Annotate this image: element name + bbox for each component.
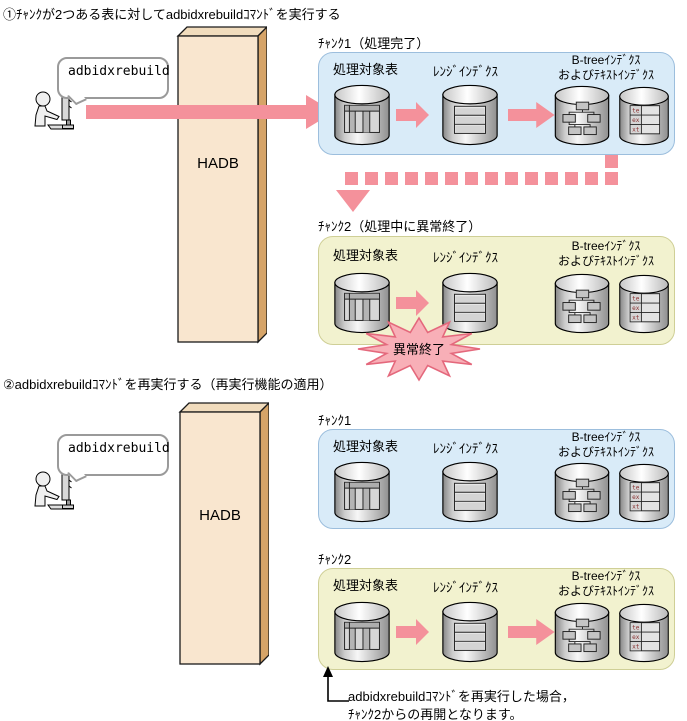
range-index-cylinder-icon xyxy=(440,601,500,663)
btree-text-index-label: B-treeｲﾝﾃﾞｸｽ およびﾃｷｽﾄｲﾝﾃﾞｸｽ xyxy=(557,430,654,459)
flow-arrow-icon xyxy=(396,289,430,317)
range-index-label: ﾚﾝｼﾞｲﾝﾃﾞｸｽ xyxy=(433,441,498,456)
table-cylinder-icon xyxy=(332,461,392,523)
section2-title: ②adbidxrebuildｺﾏﾝﾄﾞを再実行する（再実行機能の適用） xyxy=(3,377,333,392)
s2-chunk2-label: ﾁｬﾝｸ2 xyxy=(318,552,352,567)
svg-text:te: te xyxy=(632,485,639,492)
svg-text:xt: xt xyxy=(632,314,639,321)
svg-text:xt: xt xyxy=(632,503,639,510)
section1-title: ①ﾁｬﾝｸが2つある表に対してadbidxrebuildｺﾏﾝﾄﾞを実行する xyxy=(3,7,341,22)
hadb-server-box: HADB xyxy=(178,402,269,666)
text-index-cylinder-icon: te ex xt xyxy=(618,463,670,523)
btree-text-index-label: B-treeｲﾝﾃﾞｸｽ およびﾃｷｽﾄｲﾝﾃﾞｸｽ xyxy=(557,239,654,268)
target-table-label: 処理対象表 xyxy=(333,439,399,454)
target-table-label: 処理対象表 xyxy=(333,62,399,77)
btree-cylinder-icon xyxy=(553,602,611,663)
text-index-cylinder-icon: te ex xt xyxy=(618,603,670,663)
range-index-label: ﾚﾝｼﾞｲﾝﾃﾞｸｽ xyxy=(433,580,498,595)
user-at-computer-icon xyxy=(34,89,74,130)
note-pointer-arrow xyxy=(323,666,349,702)
s2-chunk1-label: ﾁｬﾝｸ1 xyxy=(318,413,352,428)
flow-arrow-icon xyxy=(508,618,556,646)
s1-chunk2-label: ﾁｬﾝｸ2（処理中に異常終了） xyxy=(318,219,482,234)
hadb-server-box: HADB xyxy=(176,26,267,344)
exec-flow-arrow xyxy=(86,95,334,129)
range-index-label: ﾚﾝｼﾞｲﾝﾃﾞｸｽ xyxy=(433,250,498,265)
btree-text-index-label: B-treeｲﾝﾃﾞｸｽ およびﾃｷｽﾄｲﾝﾃﾞｸｽ xyxy=(557,53,654,82)
range-index-label: ﾚﾝｼﾞｲﾝﾃﾞｸｽ xyxy=(433,64,498,79)
svg-text:ex: ex xyxy=(632,494,639,501)
flow-arrow-icon xyxy=(508,101,556,129)
hadb-label: HADB xyxy=(197,155,239,172)
command-bubble-text: adbidxrebuild xyxy=(68,64,170,79)
command-bubble-text: adbidxrebuild xyxy=(68,441,170,456)
range-index-cylinder-icon xyxy=(440,461,500,523)
resume-dashed-arrow xyxy=(336,155,618,212)
svg-text:xt: xt xyxy=(632,126,639,133)
svg-text:ex: ex xyxy=(632,117,639,124)
btree-cylinder-icon xyxy=(553,85,611,146)
hadb-label: HADB xyxy=(199,507,241,524)
table-cylinder-icon xyxy=(332,601,392,663)
text-index-cylinder-icon: te ex xt xyxy=(618,86,670,146)
svg-text:te: te xyxy=(632,625,639,632)
target-table-label: 処理対象表 xyxy=(333,248,399,263)
svg-text:te: te xyxy=(632,296,639,303)
svg-text:te: te xyxy=(632,108,639,115)
flow-arrow-icon xyxy=(396,618,430,646)
command-bubble: adbidxrebuild xyxy=(57,434,170,476)
user-at-computer-icon xyxy=(34,469,74,510)
btree-text-index-label: B-treeｲﾝﾃﾞｸｽ およびﾃｷｽﾄｲﾝﾃﾞｸｽ xyxy=(557,569,654,598)
svg-text:ex: ex xyxy=(632,305,639,312)
table-cylinder-icon xyxy=(332,84,392,146)
svg-text:xt: xt xyxy=(632,643,639,650)
note-line2: ﾁｬﾝｸ2からの再開となります。 xyxy=(348,707,523,721)
range-index-cylinder-icon xyxy=(440,84,500,146)
target-table-label: 処理対象表 xyxy=(333,578,399,593)
svg-text:ex: ex xyxy=(632,634,639,641)
btree-cylinder-icon xyxy=(553,273,611,334)
s1-chunk1-label: ﾁｬﾝｸ1（処理完了） xyxy=(318,36,430,51)
abnormal-end-burst: 異常終了 xyxy=(357,316,481,382)
note-line1: adbidxrebuildｺﾏﾝﾄﾞを再実行した場合， xyxy=(348,689,575,704)
command-bubble: adbidxrebuild xyxy=(57,57,170,99)
abnormal-end-label: 異常終了 xyxy=(393,342,445,357)
btree-cylinder-icon xyxy=(553,462,611,523)
text-index-cylinder-icon: te ex xt xyxy=(618,274,670,334)
flow-arrow-icon xyxy=(396,101,430,129)
